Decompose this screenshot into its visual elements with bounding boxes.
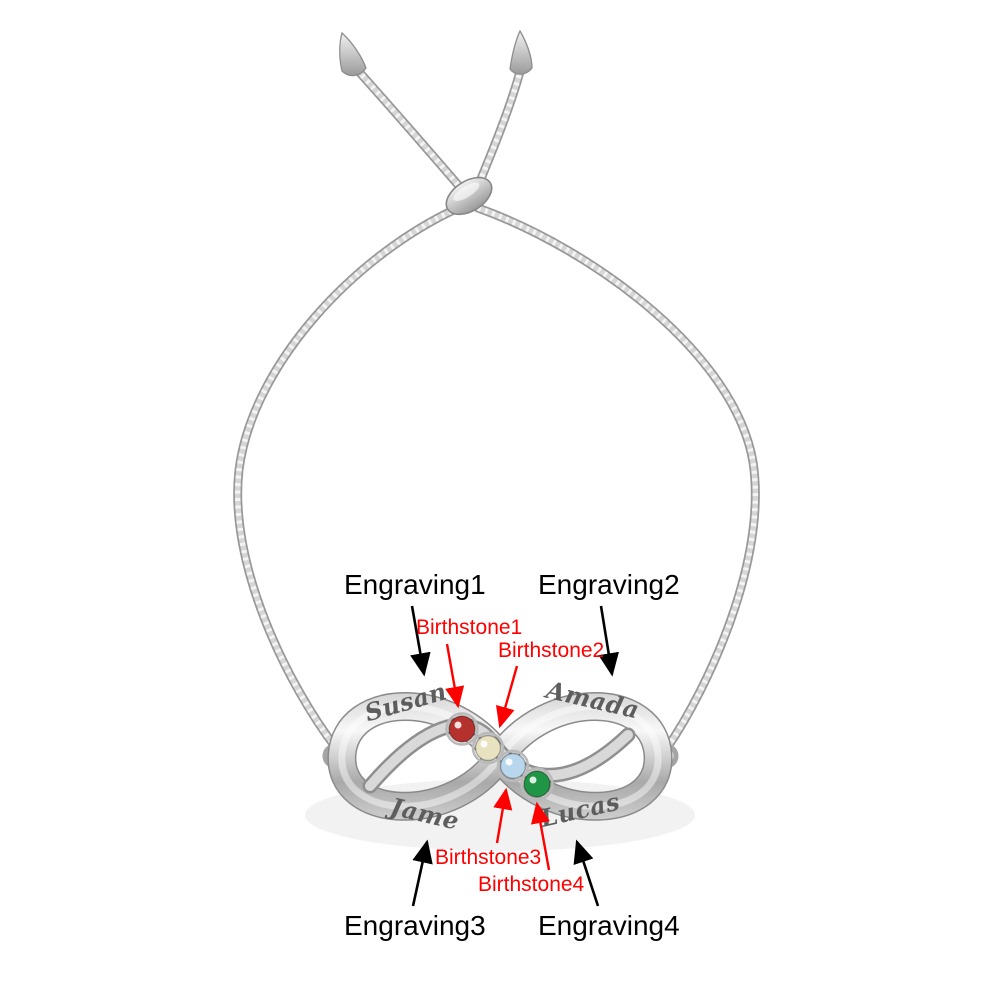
annotation-arrows bbox=[410, 605, 619, 907]
engraving2-arrow bbox=[598, 605, 619, 677]
chain-tip-left bbox=[339, 31, 367, 77]
birthstone1-arrow bbox=[445, 643, 465, 709]
birthstone3-arrow bbox=[493, 787, 513, 844]
birthstone2-arrow bbox=[495, 665, 519, 729]
engraving3-arrow bbox=[411, 839, 433, 907]
birthstone1-label: Birthstone1 bbox=[416, 616, 523, 639]
engraving4-arrow bbox=[573, 839, 600, 907]
birthstone4-label: Birthstone4 bbox=[478, 873, 585, 896]
engraving2-label: Engraving2 bbox=[538, 569, 680, 600]
birthstone4-arrow bbox=[530, 801, 551, 871]
chain-tip-right bbox=[509, 29, 533, 75]
engraving3-label: Engraving3 bbox=[344, 910, 486, 941]
birthstone-1 bbox=[445, 712, 479, 746]
birthstone-2 bbox=[471, 731, 505, 765]
birthstone3-label: Birthstone3 bbox=[435, 846, 542, 869]
birthstone-3 bbox=[496, 749, 530, 783]
birthstone-4 bbox=[520, 767, 554, 801]
slider-bead bbox=[445, 176, 493, 216]
engraving1-arrow bbox=[410, 605, 431, 677]
engraving1-label: Engraving1 bbox=[344, 569, 486, 600]
birthstone2-label: Birthstone2 bbox=[498, 639, 605, 662]
box-chain bbox=[238, 64, 756, 748]
engraving4-label: Engraving4 bbox=[538, 910, 680, 941]
